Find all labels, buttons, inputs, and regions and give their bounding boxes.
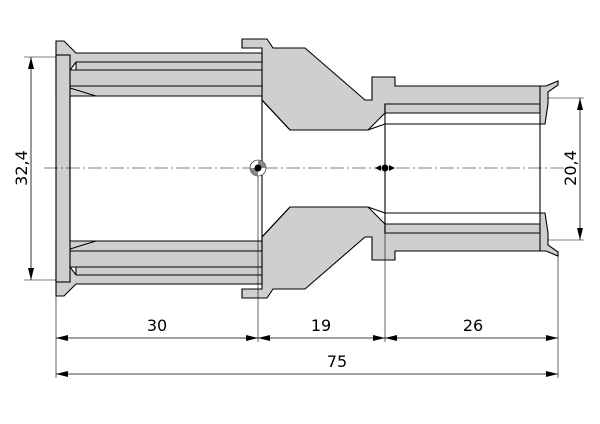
dim-left-arrow-top xyxy=(28,57,34,69)
dim-right-arrow-top xyxy=(577,98,583,110)
right-throat-bottom xyxy=(367,206,386,214)
right-sleeve-lower xyxy=(384,223,541,234)
right-throat-top xyxy=(367,123,386,131)
dim-total-arrow-right xyxy=(546,371,558,377)
left-bore-upper xyxy=(69,85,263,97)
taper-bottom xyxy=(261,206,291,238)
dim-segment-3-label: 26 xyxy=(463,316,483,335)
right-reference-marker xyxy=(375,164,395,172)
dim-seg3-arrow-right xyxy=(546,335,558,341)
left-sleeve-upper xyxy=(69,69,263,87)
taper-top xyxy=(261,99,291,131)
left-bore-taper-top xyxy=(69,87,97,97)
right-flange-upper xyxy=(539,80,559,125)
left-sleeve-lower xyxy=(69,250,263,268)
dim-total-arrow-left xyxy=(56,371,68,377)
dim-segment-1-label: 30 xyxy=(147,316,167,335)
left-bore-taper-bottom xyxy=(69,240,97,250)
dim-seg3-arrow-left xyxy=(385,335,397,341)
dim-left-arrow-bottom xyxy=(28,268,34,280)
dim-total-label: 75 xyxy=(327,352,347,371)
left-end-face xyxy=(55,54,71,283)
dim-left-diameter-label: 32,4 xyxy=(12,150,31,186)
dim-right-diameter-label: 20,4 xyxy=(561,150,580,186)
dim-seg2-arrow-left xyxy=(258,335,270,341)
dim-right-arrow-bottom xyxy=(577,228,583,240)
dim-seg1-arrow-right xyxy=(246,335,258,341)
dim-seg2-arrow-right xyxy=(373,335,385,341)
right-flange-lower xyxy=(539,212,559,257)
dim-segment-2-label: 19 xyxy=(311,316,331,335)
left-bore-lower xyxy=(69,240,263,252)
left-reference-marker xyxy=(249,159,267,177)
right-sleeve-upper xyxy=(384,103,541,114)
dim-seg1-arrow-left xyxy=(56,335,68,341)
